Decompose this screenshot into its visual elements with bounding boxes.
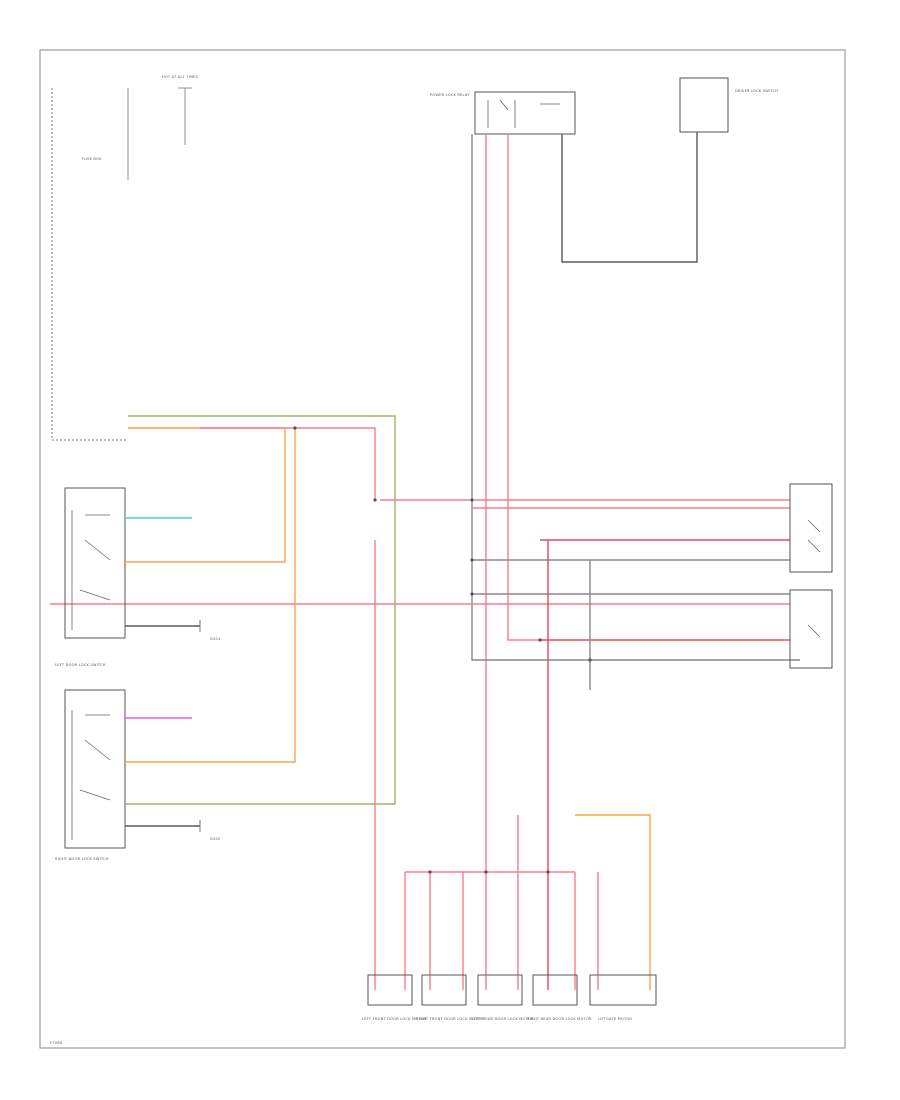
label-left-door-lock-switch: LEFT DOOR LOCK SWITCH <box>55 663 106 667</box>
page-code: F7086 <box>50 1041 63 1045</box>
label-power-lock-relay: POWER LOCK RELAY <box>430 93 470 97</box>
right-connector-upper <box>789 483 833 573</box>
ground-symbol-left: G201 <box>199 620 220 641</box>
svg-text:LIFTGATE MOTOR: LIFTGATE MOTOR <box>598 1017 632 1021</box>
motor-left-front: LEFT FRONT DOOR LOCK MOTOR <box>362 974 427 1021</box>
label-driver-lock-switch: DRIVER LOCK SWITCH <box>735 89 778 93</box>
driver-lock-switch-box: DRIVER LOCK SWITCH <box>679 77 778 133</box>
left-door-lock-switch: LEFT DOOR LOCK SWITCH <box>55 487 126 667</box>
motor-left-rear: LEFT REAR DOOR LOCK MOTOR <box>472 974 534 1021</box>
right-door-lock-switch: RIGHT DOOR LOCK SWITCH <box>55 689 126 861</box>
label-right-door-lock-switch: RIGHT DOOR LOCK SWITCH <box>55 857 109 861</box>
svg-text:G202: G202 <box>210 837 220 841</box>
wire-pink-top <box>200 427 376 500</box>
wire-relay-gray <box>471 134 800 661</box>
svg-text:LEFT FRONT DOOR LOCK MOTOR: LEFT FRONT DOOR LOCK MOTOR <box>362 1017 427 1021</box>
wire-relay-out-b <box>507 134 540 641</box>
power-lock-relay: POWER LOCK RELAY <box>430 91 576 135</box>
svg-text:RIGHT REAR DOOR LOCK MOTOR: RIGHT REAR DOOR LOCK MOTOR <box>527 1017 592 1021</box>
ground-symbol-right: G202 <box>199 820 220 841</box>
wire-olive-loop <box>125 415 396 805</box>
right-connector-lower <box>789 589 833 669</box>
wire-orange-left <box>125 427 286 563</box>
wire-lower-orange <box>575 814 651 990</box>
hot-fuse-block: HOT AT ALL TIMES FUSE BOX <box>51 75 199 441</box>
svg-text:LEFT REAR DOOR LOCK MOTOR: LEFT REAR DOOR LOCK MOTOR <box>472 1017 534 1021</box>
label-fuse-box: FUSE BOX <box>82 157 102 161</box>
diagram-border <box>39 49 846 1049</box>
svg-text:RIGHT FRONT DOOR LOCK MOTOR: RIGHT FRONT DOOR LOCK MOTOR <box>416 1017 484 1021</box>
svg-text:G201: G201 <box>210 637 220 641</box>
wire-orange-right <box>125 428 296 763</box>
motor-liftgate: LIFTGATE MOTOR <box>589 974 657 1021</box>
motor-right-front: RIGHT FRONT DOOR LOCK MOTOR <box>416 974 484 1021</box>
wire-relay-ground-loop <box>561 132 698 263</box>
label-hot-at-all-times: HOT AT ALL TIMES <box>162 75 199 79</box>
motor-right-rear: RIGHT REAR DOOR LOCK MOTOR <box>527 974 592 1021</box>
junction-nodes <box>293 426 592 874</box>
